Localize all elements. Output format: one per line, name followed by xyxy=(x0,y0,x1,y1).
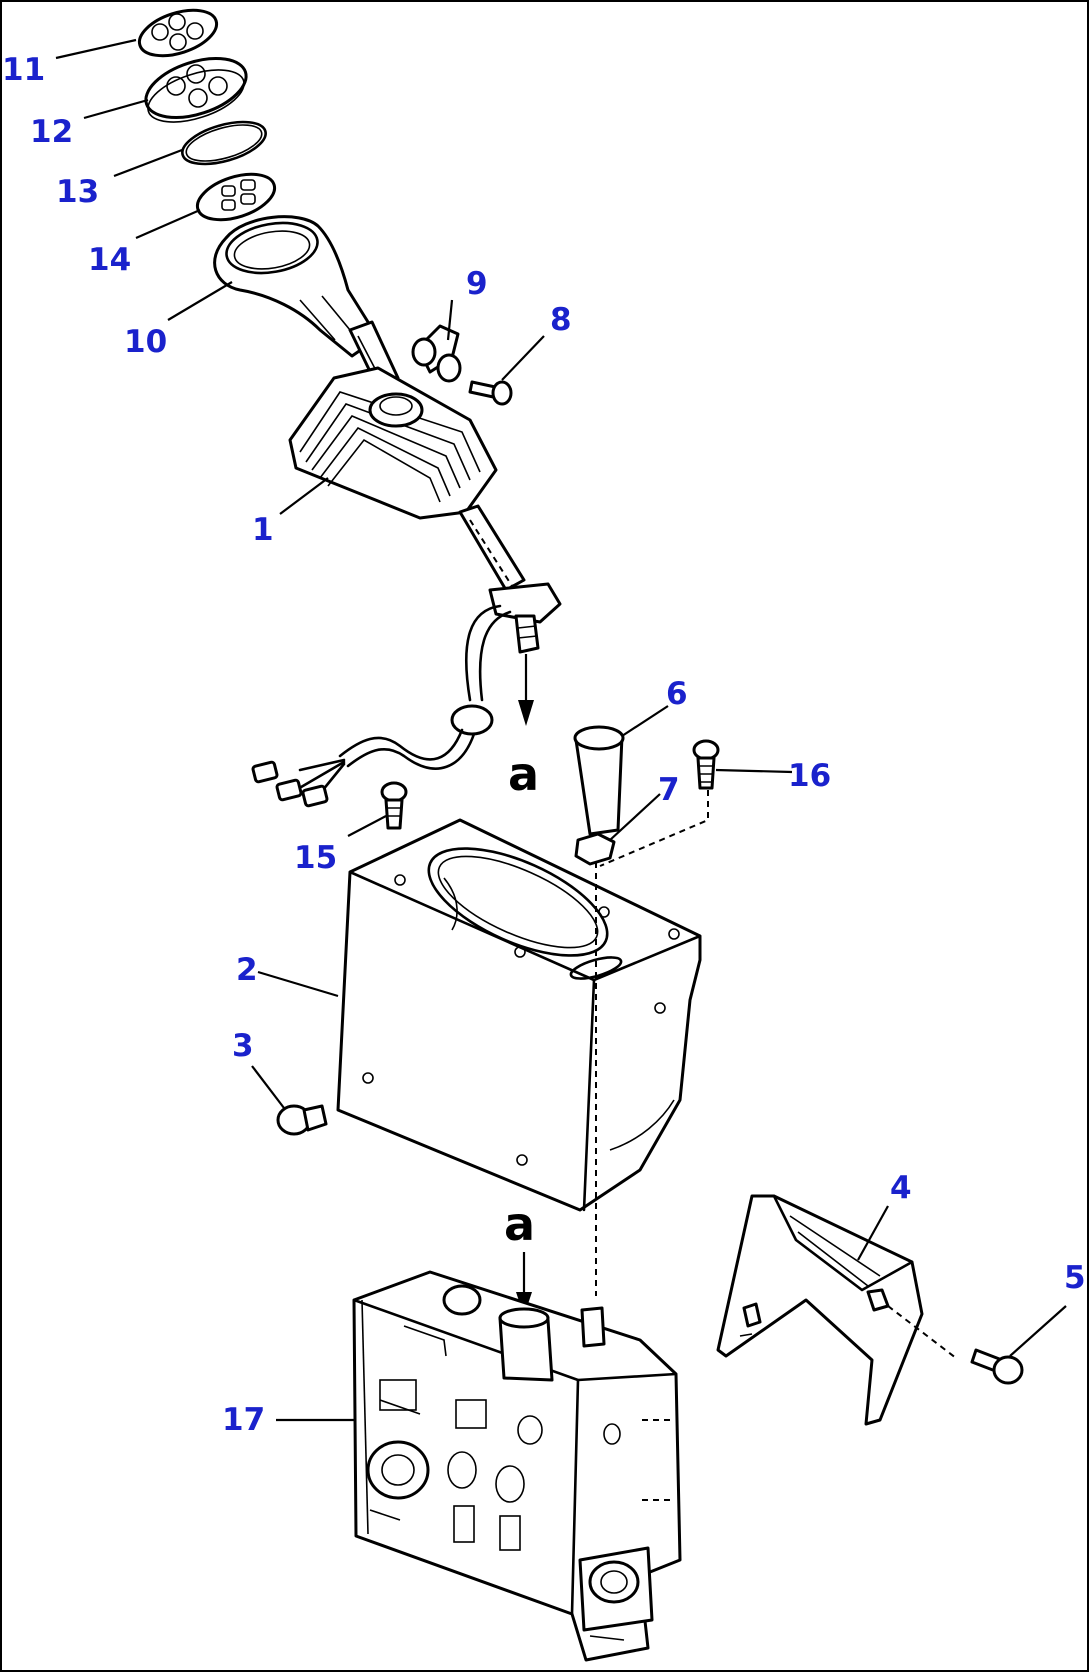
callout-6: 6 xyxy=(666,676,688,712)
callout-2: 2 xyxy=(236,952,258,988)
part-5-bolt xyxy=(970,1348,1024,1385)
callout-11: 11 xyxy=(2,52,45,88)
part-1-boot xyxy=(288,366,498,520)
lever-stem xyxy=(458,504,562,654)
part-16-bolt xyxy=(692,739,720,790)
callout-15: 15 xyxy=(294,840,337,876)
part-3-plug xyxy=(276,1104,328,1136)
callout-13: 13 xyxy=(56,174,99,210)
part-10-grip xyxy=(213,215,380,358)
wire-harness xyxy=(251,604,512,808)
callout-1: 1 xyxy=(252,512,274,548)
callout-10: 10 xyxy=(124,324,167,360)
callout-17: 17 xyxy=(222,1402,265,1438)
part-7-nut xyxy=(574,832,616,866)
callout-14: 14 xyxy=(88,242,131,278)
callout-3: 3 xyxy=(232,1028,254,1064)
part-12-plate xyxy=(144,57,248,123)
part-17-valve-body xyxy=(352,1270,682,1662)
callout-16: 16 xyxy=(788,758,831,794)
part-9-clamp xyxy=(411,324,462,383)
callout-7: 7 xyxy=(658,772,680,808)
joint-label-lower: a xyxy=(504,1197,535,1251)
part-11-cap xyxy=(137,8,219,58)
callout-9: 9 xyxy=(466,266,488,302)
part-15-bolt xyxy=(380,781,408,830)
part-2-console-box xyxy=(336,818,702,1212)
part-8-bolt xyxy=(468,380,513,406)
part-13-o-ring xyxy=(181,120,267,166)
callout-12: 12 xyxy=(30,114,73,150)
joint-label-upper: a xyxy=(508,747,539,801)
part-6-knob xyxy=(573,725,625,836)
joint-arrow-upper xyxy=(518,654,534,726)
part-4-guard xyxy=(716,1194,957,1426)
callout-5: 5 xyxy=(1064,1260,1086,1296)
callout-4: 4 xyxy=(890,1170,912,1206)
part-14-switch xyxy=(195,172,277,222)
leader-lines xyxy=(55,38,1067,1422)
callout-8: 8 xyxy=(550,302,572,338)
callout-labels: 11 12 13 14 10 9 8 1 6 7 16 15 2 3 4 5 1… xyxy=(2,52,1086,1438)
